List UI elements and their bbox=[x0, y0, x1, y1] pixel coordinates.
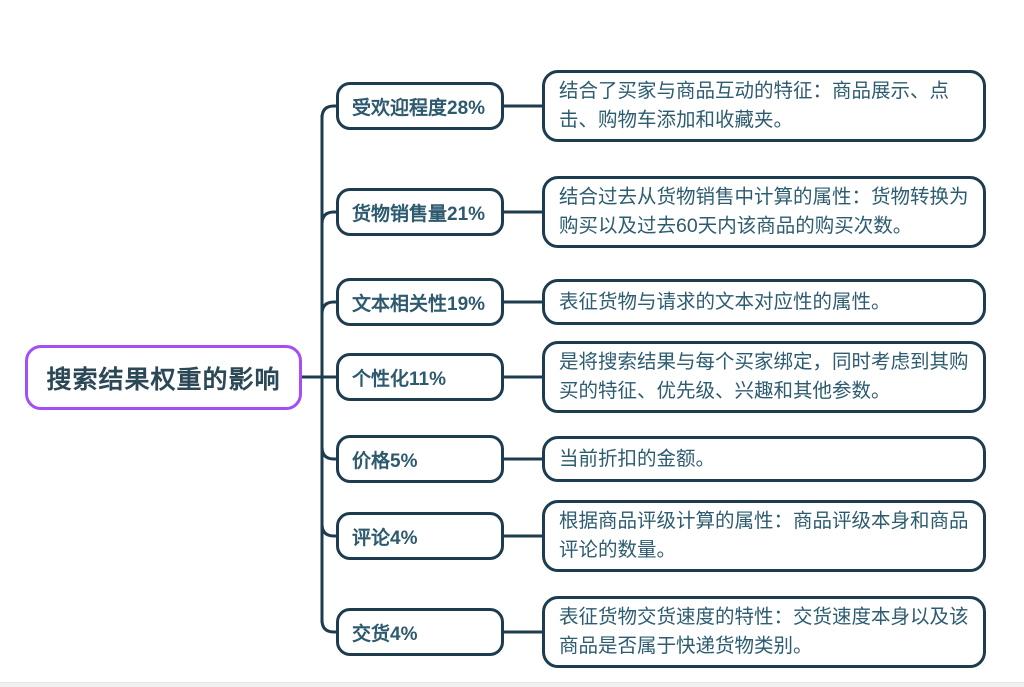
branch-node-reviews[interactable]: 评论4% bbox=[336, 512, 504, 560]
branch-label: 受欢迎程度28% bbox=[352, 97, 486, 119]
desc-node-reviews[interactable]: 根据商品评级计算的属性：商品评级本身和商品评论的数量。 bbox=[542, 500, 986, 572]
desc-node-price[interactable]: 当前折扣的金额。 bbox=[542, 436, 986, 482]
branch-node-popularity[interactable]: 受欢迎程度28% bbox=[336, 82, 504, 130]
branch-node-text-relevance[interactable]: 文本相关性19% bbox=[336, 278, 504, 326]
canvas-bottom-edge bbox=[0, 682, 1024, 687]
connector-branch-1 bbox=[320, 104, 338, 120]
desc-node-text-relevance[interactable]: 表征货物与请求的文本对应性的属性。 bbox=[542, 279, 986, 325]
branch-label: 个性化11% bbox=[352, 368, 446, 390]
branch-label: 价格5% bbox=[352, 450, 418, 472]
root-node[interactable]: 搜索结果权重的影响 bbox=[25, 345, 302, 410]
branch-node-delivery[interactable]: 交货4% bbox=[336, 608, 504, 656]
desc-node-delivery[interactable]: 表征货物交货速度的特性：交货速度本身以及该商品是否属于快递货物类别。 bbox=[542, 596, 986, 668]
root-node-label: 搜索结果权重的影响 bbox=[46, 365, 281, 394]
branch-label: 交货4% bbox=[352, 623, 418, 645]
branch-node-personalization[interactable]: 个性化11% bbox=[336, 353, 504, 401]
desc-text: 结合过去从货物销售中计算的属性：货物转换为购买以及过去60天内该商品的购买次数。 bbox=[559, 186, 969, 237]
desc-text: 当前折扣的金额。 bbox=[559, 447, 716, 470]
desc-node-popularity[interactable]: 结合了买家与商品互动的特征：商品展示、点击、购物车添加和收藏夹。 bbox=[542, 70, 986, 142]
connector-branch-7 bbox=[320, 618, 338, 634]
branch-node-sales-volume[interactable]: 货物销售量21% bbox=[336, 188, 504, 236]
branch-node-price[interactable]: 价格5% bbox=[336, 435, 504, 483]
desc-text: 根据商品评级计算的属性：商品评级本身和商品评论的数量。 bbox=[559, 510, 969, 561]
desc-text: 是将搜索结果与每个买家绑定，同时考虑到其购买的特征、优先级、兴趣和其他参数。 bbox=[559, 351, 969, 402]
connector-branch-5 bbox=[320, 445, 338, 461]
connector-branch-2 bbox=[320, 210, 338, 226]
connector-branch-3 bbox=[320, 300, 338, 316]
branch-label: 评论4% bbox=[352, 527, 418, 549]
branch-label: 货物销售量21% bbox=[352, 203, 486, 225]
connector-branch-6 bbox=[320, 522, 338, 538]
desc-text: 表征货物与请求的文本对应性的属性。 bbox=[559, 290, 891, 313]
desc-text: 表征货物交货速度的特性：交货速度本身以及该商品是否属于快递货物类别。 bbox=[559, 606, 969, 657]
branch-label: 文本相关性19% bbox=[352, 293, 486, 315]
desc-node-personalization[interactable]: 是将搜索结果与每个买家绑定，同时考虑到其购买的特征、优先级、兴趣和其他参数。 bbox=[542, 341, 986, 413]
desc-node-sales-volume[interactable]: 结合过去从货物销售中计算的属性：货物转换为购买以及过去60天内该商品的购买次数。 bbox=[542, 176, 986, 248]
desc-text: 结合了买家与商品互动的特征：商品展示、点击、购物车添加和收藏夹。 bbox=[559, 80, 950, 131]
